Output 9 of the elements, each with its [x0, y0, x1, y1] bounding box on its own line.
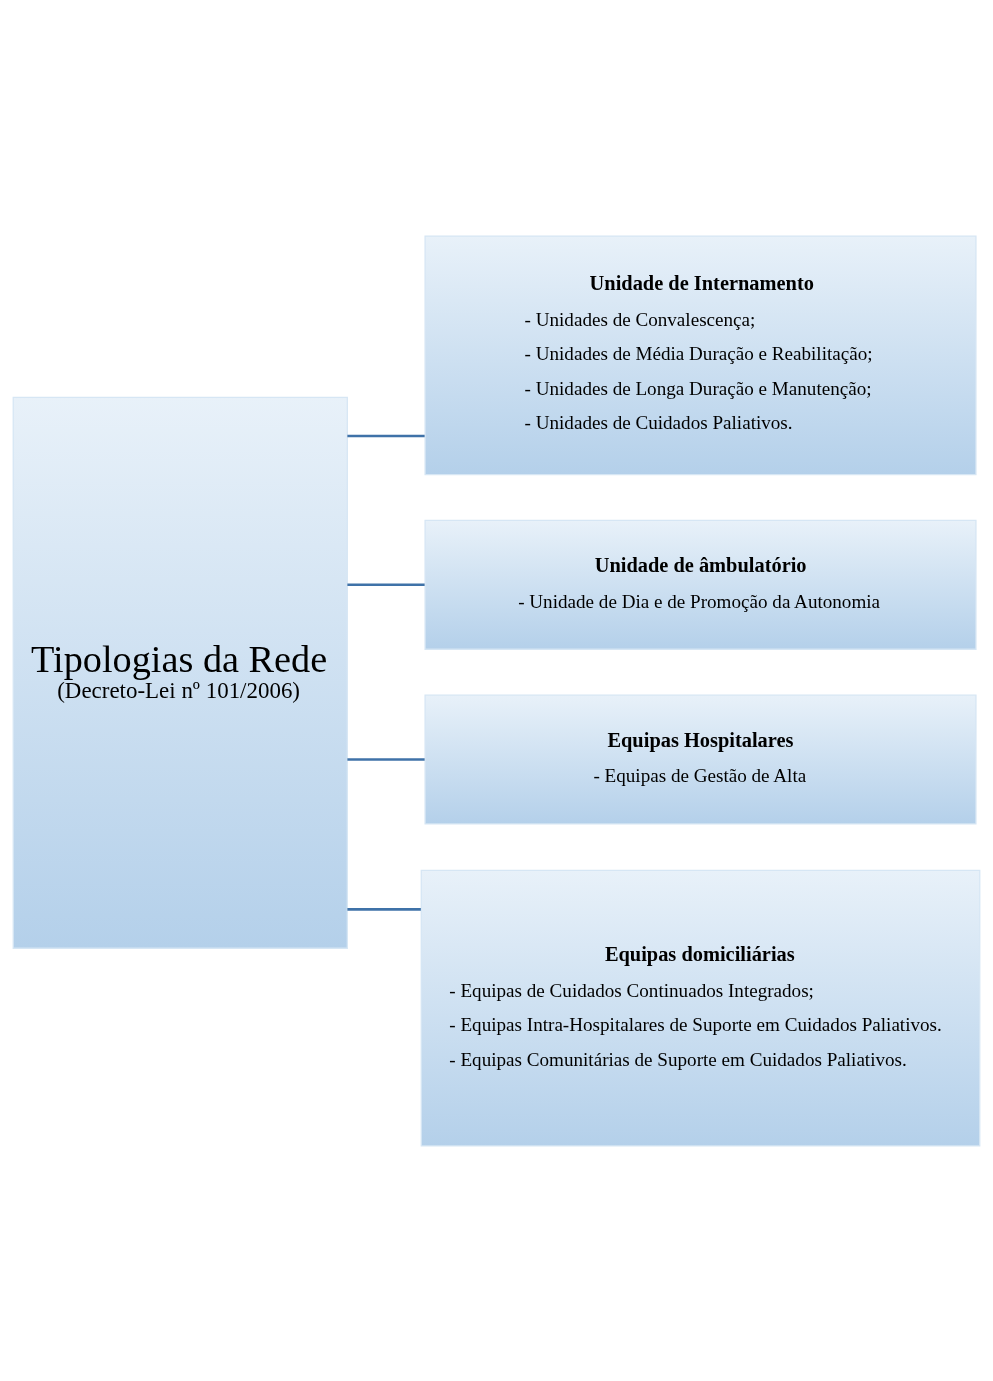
node-box: Equipas domiciliárias - Equipas de Cuidados Continuados Integrados; - Equipas Intra-Hospitalares de Suporte em Cuidados Paliativos. - Equipas Comunitárias de Suporte em Cuidados Paliativos.	[420, 869, 981, 1147]
node-box: Unidade de âmbulatório - Unidade de Dia e de Promoção da Autonomia	[424, 519, 977, 650]
connector	[347, 907, 421, 911]
connector	[347, 757, 425, 761]
connector	[347, 583, 425, 586]
node-box: Equipas Hospitalares - Equipas de Gestão de Alta	[424, 694, 977, 825]
node-box: Tipologias da Rede (Decreto-Lei nº 101/2006)	[12, 396, 348, 949]
node-box: Unidade de Internamento - Unidades de Convalescença; - Unidades de Média Duração e Reabilitação; - Unidades de Longa Duração e Manutenção; - Unidades de Cuidados Paliativos.	[424, 234, 977, 475]
connector	[347, 434, 425, 437]
